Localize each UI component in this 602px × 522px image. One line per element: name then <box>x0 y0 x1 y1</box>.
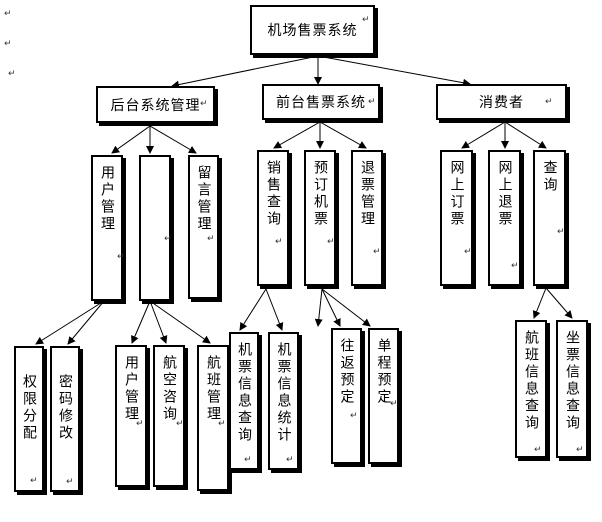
node-label: 预订机票 <box>312 160 328 228</box>
root-node: 机场售票系统 <box>250 5 375 55</box>
node-label: 退票管理 <box>359 160 375 228</box>
node-label: 销售查询 <box>265 160 281 228</box>
node-label: 密码修改 <box>57 374 73 442</box>
return-mark-icon: ↵ <box>30 476 38 486</box>
node-flight-info-query: 航班信息查询 <box>515 320 547 458</box>
edge-query-seat <box>545 287 573 319</box>
node-user-management: 用户管理 <box>91 155 123 301</box>
edge-root-backend <box>171 55 319 89</box>
node-label: 往返预定 <box>338 338 355 406</box>
node-aviation-consulting: 航空咨询 <box>153 345 185 487</box>
return-mark-icon: ↵ <box>117 252 125 262</box>
node-label: 后台系统管理 <box>110 97 201 114</box>
edge-query-flight <box>532 287 547 319</box>
node-label: 网上订票 <box>448 160 465 228</box>
node-label: 航班信息查询 <box>523 330 539 432</box>
return-mark-icon: ↵ <box>218 419 226 429</box>
edge-blank-user <box>131 300 151 344</box>
return-mark-icon: ↵ <box>66 477 74 487</box>
node-permission-assignment: 权限分配 <box>14 346 44 492</box>
node-label: 网上退票 <box>496 160 513 228</box>
node-label: 航空咨询 <box>161 355 177 423</box>
return-mark-icon: ↵ <box>545 97 553 107</box>
return-mark-icon: ↵ <box>275 237 283 247</box>
edge-sales-query <box>239 288 267 331</box>
edge-user-password <box>67 300 105 345</box>
return-mark-icon: ↵ <box>4 9 12 19</box>
node-label: 前台售票系统 <box>276 95 366 111</box>
return-mark-icon: ↵ <box>368 97 376 107</box>
return-mark-icon: ↵ <box>373 247 381 257</box>
return-mark-icon: ↵ <box>390 399 398 409</box>
return-mark-icon: ↵ <box>557 227 565 237</box>
return-mark-icon: ↵ <box>176 419 184 429</box>
node-query: 查询 <box>533 150 566 286</box>
node-user-management-sub: 用户管理 <box>115 345 147 487</box>
node-label: 权限分配 <box>21 374 37 442</box>
node-online-booking: 网上订票 <box>440 150 473 286</box>
node-label: 用户管理 <box>99 165 115 233</box>
node-sales-query: 销售查询 <box>257 150 289 286</box>
edge-booking-oneway <box>321 288 371 327</box>
edge-frontend-sales <box>273 121 321 149</box>
node-ticket-info-query: 机票信息查询 <box>229 332 259 470</box>
node-backend-management: 后台系统管理 <box>96 86 215 123</box>
node-label: 查询 <box>541 160 558 194</box>
node-flight-management: 航班管理 <box>197 345 229 491</box>
edge-sales-stats <box>265 288 284 331</box>
edge-root-consumer <box>317 55 471 87</box>
node-online-refund: 网上退票 <box>488 150 521 286</box>
node-frontend-ticketing: 前台售票系统 <box>262 84 380 120</box>
node-label: 留言管理 <box>195 165 212 233</box>
return-mark-icon: ↵ <box>576 445 584 455</box>
return-mark-icon: ↵ <box>8 69 16 79</box>
node-label: 用户管理 <box>123 355 139 423</box>
node-message-management: 留言管理 <box>188 155 219 299</box>
node-label: 航班管理 <box>205 355 221 423</box>
edge-user-permission <box>35 300 105 345</box>
edge-consumer-query <box>504 121 547 149</box>
node-label: 消费者 <box>479 95 524 111</box>
node-blank <box>139 155 171 301</box>
return-mark-icon: ↵ <box>136 419 144 429</box>
return-mark-icon: ↵ <box>464 247 472 257</box>
node-seat-info-query: 坐票信息查询 <box>556 320 588 458</box>
edge-blank-flight <box>149 300 211 344</box>
node-label: 单程预定 <box>375 338 392 406</box>
node-one-way-booking: 单程预定 <box>368 328 399 464</box>
edge-blank-aviation <box>149 300 168 344</box>
node-password-change: 密码修改 <box>50 346 80 492</box>
node-book-ticket: 预订机票 <box>304 150 336 286</box>
return-mark-icon: ↵ <box>164 234 172 244</box>
return-mark-icon: ↵ <box>4 39 12 49</box>
return-mark-icon: ↵ <box>350 411 358 421</box>
return-mark-icon: ↵ <box>244 455 252 465</box>
return-mark-icon: ↵ <box>511 261 519 271</box>
edge-backend-user <box>111 125 151 154</box>
node-label: 机票信息查询 <box>236 342 252 444</box>
return-mark-icon: ↵ <box>534 445 542 455</box>
root-label: 机场售票系统 <box>267 23 358 39</box>
edge-frontend-refund <box>319 121 367 149</box>
return-mark-icon: ↵ <box>327 237 335 247</box>
edge-booking-roundtrip <box>321 288 341 327</box>
node-refund-management: 退票管理 <box>351 150 383 286</box>
return-mark-icon: ↵ <box>362 15 370 25</box>
edge-backend-message <box>149 125 197 154</box>
return-mark-icon: ↵ <box>200 99 208 109</box>
return-mark-icon: ↵ <box>207 234 215 244</box>
return-mark-icon: ↵ <box>286 455 294 465</box>
node-label: 坐票信息查询 <box>564 330 580 432</box>
node-label: 机票信息统计 <box>275 342 292 444</box>
node-consumer: 消费者 <box>436 84 567 120</box>
node-ticket-info-stats: 机票信息统计 <box>268 332 299 470</box>
edge-consumer-online-booking <box>461 121 506 149</box>
node-round-trip-booking: 往返预定 <box>331 328 362 464</box>
edge-booking-left <box>314 288 323 327</box>
